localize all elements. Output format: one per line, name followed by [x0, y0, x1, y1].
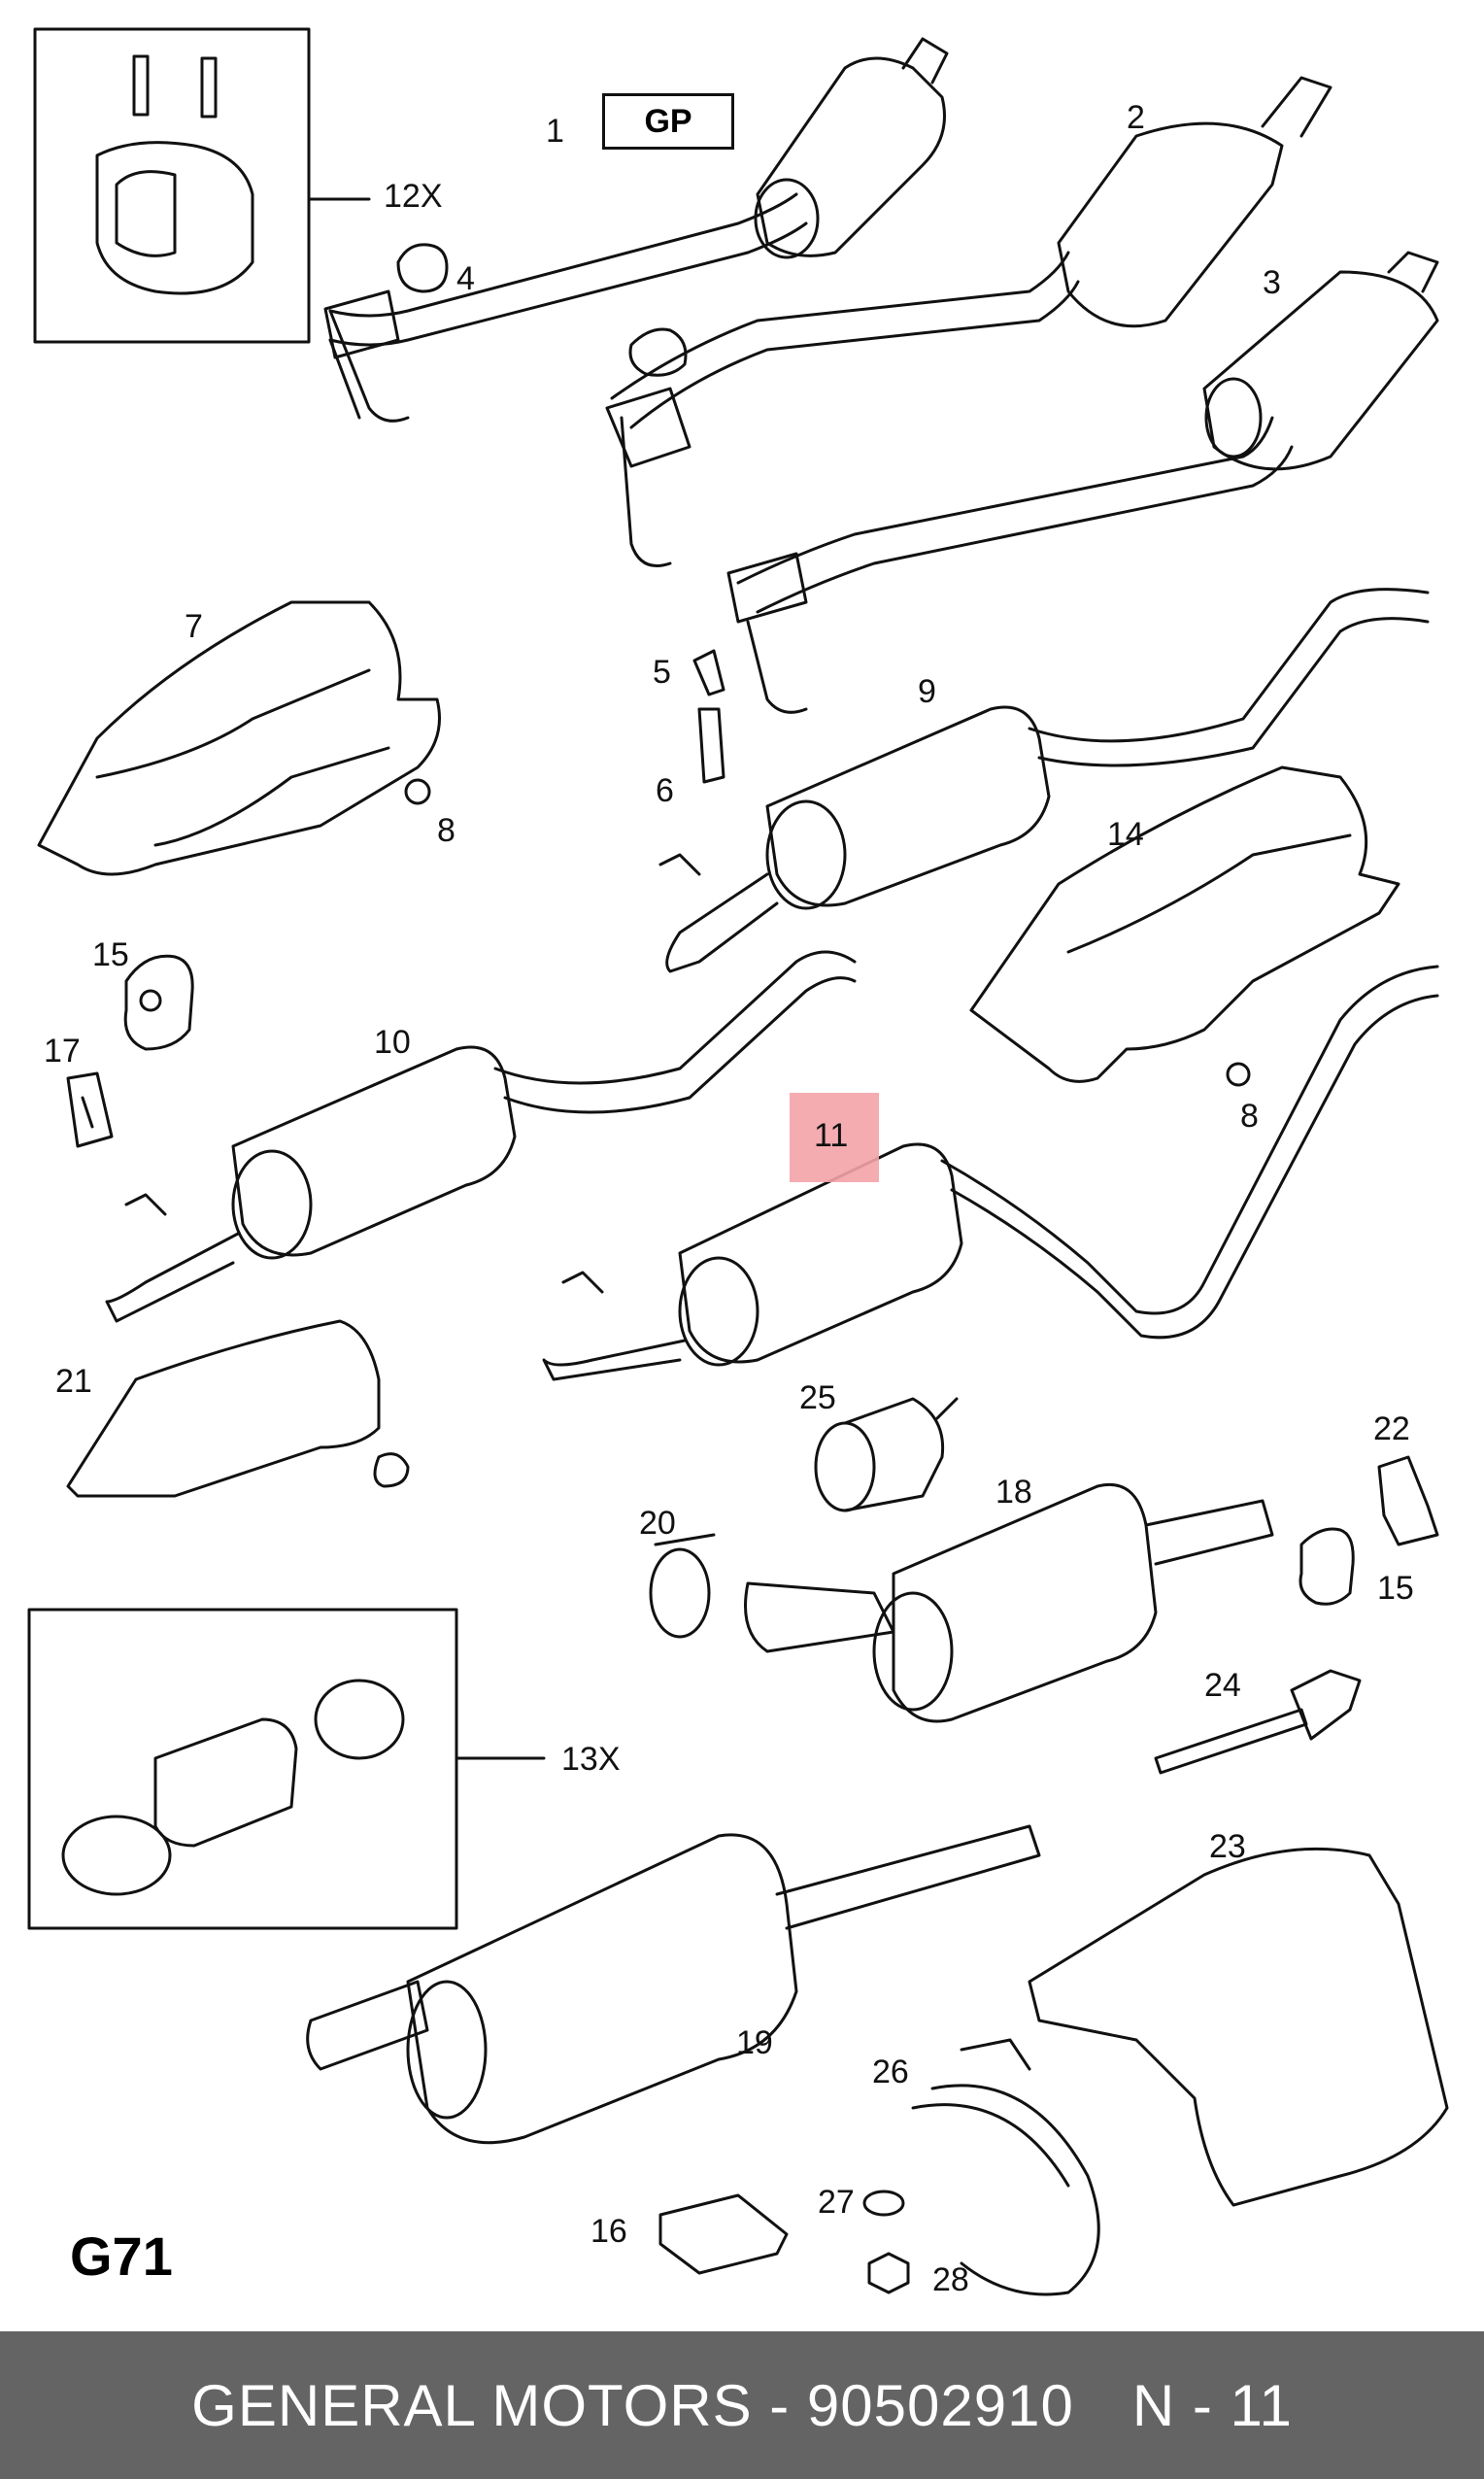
part-label-17: 17	[44, 1033, 81, 1070]
footer-brand-part-number: GENERAL MOTORS - 90502910	[191, 2372, 1074, 2438]
part-label-26: 26	[872, 2054, 909, 2090]
part-label-25: 25	[799, 1379, 836, 1416]
part-25-mount	[814, 1397, 959, 1512]
part-label-23: 23	[1209, 1828, 1246, 1865]
part-label-2: 2	[1127, 99, 1145, 136]
inset-12x	[33, 27, 371, 344]
part-3-center-muffler	[726, 251, 1439, 714]
part-label-28: 28	[932, 2261, 969, 2298]
part-11-highlight	[790, 1093, 879, 1182]
part-24-rivet	[1154, 1669, 1362, 1775]
part-label-8b: 8	[1240, 1098, 1259, 1135]
part-label-16: 16	[590, 2213, 627, 2250]
part-label-8a: 8	[437, 812, 455, 849]
gp-box: GP	[602, 93, 734, 150]
part-label-22: 22	[1373, 1410, 1410, 1447]
footer-item-number: N - 11	[1131, 2372, 1293, 2438]
part-18-silencer	[744, 1482, 1274, 1723]
part-17-clip	[66, 1071, 114, 1148]
part-23-heat-shield	[1028, 1847, 1449, 2207]
part-10-rear-muffler	[105, 950, 857, 1323]
part-label-11: 11	[814, 1117, 849, 1154]
part-label-9: 9	[918, 673, 936, 710]
part-7-heat-shield	[37, 600, 441, 876]
part-label-21: 21	[55, 1363, 92, 1400]
part-label-3: 3	[1263, 264, 1281, 301]
inset-13x	[27, 1608, 546, 1930]
part-21-heat-shield	[66, 1319, 410, 1498]
part-label-1: 1	[546, 113, 564, 150]
part-19-large-silencer	[306, 1824, 1041, 2145]
part-9-rear-muffler	[658, 588, 1430, 973]
footer-bar: GENERAL MOTORS - 90502910 N - 11	[0, 2331, 1484, 2479]
nuts-8	[404, 778, 1251, 1087]
part-label-5: 5	[653, 654, 671, 691]
part-label-14: 14	[1107, 816, 1144, 853]
part-label-18: 18	[995, 1474, 1032, 1511]
part-label-7: 7	[185, 608, 203, 645]
part-20-clamp	[649, 1533, 716, 1639]
part-label-15a: 15	[92, 936, 129, 973]
part-label-15b: 15	[1377, 1570, 1414, 1607]
part-label-10: 10	[374, 1024, 411, 1061]
part-2-catalyst-pipe	[605, 76, 1332, 567]
part-14-heat-shield	[969, 765, 1400, 1083]
parts-16-27-28	[658, 2190, 910, 2294]
part-22-bracket	[1377, 1455, 1439, 1546]
part-label-24: 24	[1204, 1667, 1241, 1704]
part-26-band-clamp	[911, 2038, 1100, 2296]
part-label-27: 27	[818, 2184, 855, 2221]
part-1-front-pipe	[323, 37, 949, 423]
part-label-4: 4	[456, 260, 475, 297]
part-label-20: 20	[639, 1505, 676, 1542]
part-11-rear-muffler	[542, 965, 1439, 1381]
diagram-code: G71	[70, 2225, 173, 2287]
diagram-drawing	[27, 27, 1449, 2296]
part-label-12x: 12X	[384, 178, 443, 215]
part-label-6: 6	[656, 772, 674, 809]
exploded-diagram: GP 1 2 3 4 5 6 7 8 8 9 10 11 12X 13X 14 …	[27, 27, 1449, 2298]
part-label-13x: 13X	[561, 1741, 621, 1778]
small-parts-4-5-6	[396, 243, 725, 784]
part-15-rubber-mount	[123, 954, 1355, 1606]
part-label-19: 19	[736, 2024, 773, 2061]
